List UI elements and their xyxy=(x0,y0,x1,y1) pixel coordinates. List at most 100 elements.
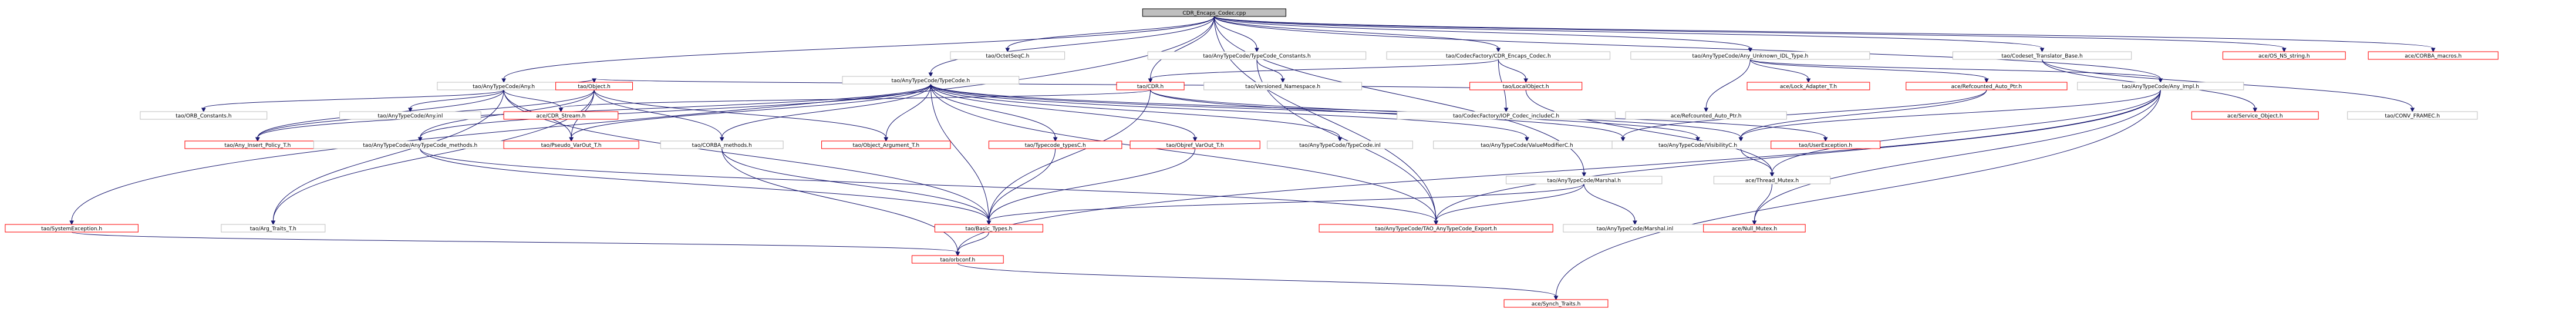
file-node-label: tao/Basic_Types.h xyxy=(966,226,1013,232)
edge-line xyxy=(957,89,2161,253)
file-node-box xyxy=(503,111,619,120)
file-node-corba-methods[interactable]: tao/CORBA_methods.h xyxy=(660,140,784,149)
edge-typecode-h-to-any-insert-policy xyxy=(255,83,931,142)
file-node-thread-mutex[interactable]: ace/Thread_Mutex.h xyxy=(1713,176,1831,184)
edge-line xyxy=(272,89,504,221)
edge-arrowhead xyxy=(1633,220,1637,226)
file-node-synch-traits[interactable]: ace/Synch_Traits.h xyxy=(1503,299,1609,308)
file-node-label: ace/Synch_Traits.h xyxy=(1532,301,1581,307)
file-node-box xyxy=(2222,51,2346,60)
file-node-label: tao/AnyTypeCode/Any_Impl.h xyxy=(2122,84,2199,90)
file-node-box xyxy=(1129,140,1260,149)
file-node-orbconf[interactable]: tao/orbconf.h xyxy=(911,255,1004,264)
edge-arrowhead xyxy=(1620,137,1626,142)
file-node-localobject[interactable]: tao/LocalObject.h xyxy=(1469,82,1583,90)
file-node-typecode-inl[interactable]: tao/AnyTypeCode/TypeCode.inl xyxy=(1267,140,1413,149)
edge-arrowhead xyxy=(884,137,889,142)
edge-arrowhead xyxy=(408,108,413,113)
edge-line xyxy=(957,263,1556,297)
file-node-any-insert-policy[interactable]: tao/Any_Insert_Policy_T.h xyxy=(184,140,331,149)
edge-arrowhead xyxy=(1503,108,1509,113)
file-node-tc-const[interactable]: tao/AnyTypeCode/TypeCode_Constants.h xyxy=(1147,51,1367,60)
file-node-label: tao/AnyTypeCode/Any.inl xyxy=(377,113,443,119)
file-node-box xyxy=(1147,51,1367,60)
file-node-refcounted-auto-ptr-h[interactable]: ace/Refcounted_Auto_Ptr.h xyxy=(1625,111,1787,120)
file-node-cdr-h[interactable]: tao/CDR.h xyxy=(1116,82,1185,90)
edge-line xyxy=(988,148,1056,221)
edge-typecode-h-to-tao-tc-export xyxy=(930,83,1438,226)
file-node-codeset[interactable]: tao/Codeset_Translator_Base.h xyxy=(1952,51,2132,60)
file-node-typecode-h[interactable]: tao/AnyTypeCode/TypeCode.h xyxy=(842,76,1020,85)
edge-line xyxy=(1213,16,1751,49)
edge-line xyxy=(1740,89,1987,138)
file-node-object-argument[interactable]: tao/Object_Argument_T.h xyxy=(821,140,951,149)
file-node-refcounted-auto-ptr-red[interactable]: ace/Refcounted_Auto_Ptr.h xyxy=(1906,82,2068,90)
edge-arrowhead xyxy=(1496,48,1501,53)
file-node-pseudo-var-out[interactable]: tao/Pseudo_VarOut_T.h xyxy=(503,140,639,149)
file-node-marshal-inl[interactable]: tao/AnyTypeCode/Marshal.inl xyxy=(1563,224,1707,233)
edge-root-to-system-exception xyxy=(69,16,1215,226)
edge-any-impl-to-tao-tc-export xyxy=(1434,89,2161,226)
file-node-os-ns-string[interactable]: ace/OS_NS_string.h xyxy=(2222,51,2346,60)
file-node-cdr-stream[interactable]: ace/CDR_Stream.h xyxy=(503,111,619,120)
file-node-label: tao/AnyTypeCode/Marshal.inl xyxy=(1597,226,1673,232)
file-node-typecode-types[interactable]: tao/Typecode_typesC.h xyxy=(988,140,1122,149)
file-node-visibility[interactable]: tao/AnyTypeCode/VisibilityC.h xyxy=(1611,140,1784,149)
file-node-conv-frame[interactable]: tao/CONV_FRAMEC.h xyxy=(2347,111,2478,120)
file-node-label: tao/ORB_Constants.h xyxy=(176,113,231,119)
edge-typecode-h-to-userexception xyxy=(930,83,1828,142)
file-node-basic-types[interactable]: tao/Basic_Types.h xyxy=(934,224,1043,233)
file-node-system-exception[interactable]: tao/SystemException.h xyxy=(5,224,139,233)
file-node-box xyxy=(1267,140,1413,149)
file-node-any-unknown[interactable]: tao/AnyTypeCode/Any_Unknown_IDL_Type.h xyxy=(1630,51,1870,60)
file-node-box xyxy=(1469,82,1583,90)
file-node-object-h[interactable]: tao/Object.h xyxy=(555,82,633,90)
edge-line xyxy=(930,83,1698,138)
file-node-label: tao/Typecode_typesC.h xyxy=(1025,143,1086,149)
edge-arrowhead xyxy=(2158,78,2163,83)
edge-typecode-h-to-basic-types xyxy=(930,83,992,226)
edge-arrowhead xyxy=(1280,78,1285,83)
file-node-iop-codec[interactable]: tao/CodecFactory/IOP_Codec_includeC.h xyxy=(1397,111,1616,120)
file-node-versioned-ns[interactable]: tao/Versioned_Namespace.h xyxy=(1203,82,1363,90)
edge-line xyxy=(203,89,504,109)
file-node-arg-traits[interactable]: tao/Arg_Traits_T.h xyxy=(221,224,326,233)
file-node-userexception[interactable]: tao/UserException.h xyxy=(1771,140,1881,149)
edge-any-unknown-to-refcounted-auto-ptr-h xyxy=(1704,59,1751,113)
file-node-null-mutex[interactable]: ace/Null_Mutex.h xyxy=(1703,224,1806,233)
edge-any-h-to-cdr-stream xyxy=(503,89,564,113)
file-node-box xyxy=(911,255,1004,264)
file-node-any-inl[interactable]: tao/AnyTypeCode/Any.inl xyxy=(339,111,481,120)
file-node-cdr-encaps-h[interactable]: tao/CodecFactory/CDR_Encaps_Codec.h xyxy=(1386,51,1610,60)
file-node-any-impl[interactable]: tao/AnyTypeCode/Any_Impl.h xyxy=(2077,82,2244,90)
file-node-box xyxy=(1203,82,1363,90)
edge-objref-var-out-to-basic-types xyxy=(986,148,1196,226)
file-node-box xyxy=(1630,51,1870,60)
file-node-marshal-h[interactable]: tao/AnyTypeCode/Marshal.h xyxy=(1506,176,1663,184)
file-node-label: ace/Refcounted_Auto_Ptr.h xyxy=(1951,84,2022,90)
file-node-box xyxy=(2347,111,2478,120)
file-node-octetseq[interactable]: tao/OctetSeqC.h xyxy=(950,51,1066,60)
edge-tc-methods-to-tao-tc-export xyxy=(420,148,1438,226)
edge-line xyxy=(988,183,1584,221)
edge-line xyxy=(1754,183,1773,221)
file-node-box xyxy=(1506,176,1663,184)
file-node-tc-methods[interactable]: tao/AnyTypeCode/AnyTypeCode_methods.h xyxy=(313,140,527,149)
edge-typecode-h-to-typecode-inl xyxy=(930,83,1343,142)
file-node-any-h[interactable]: tao/AnyTypeCode/Any.h xyxy=(437,82,571,90)
edge-arrowhead xyxy=(2282,48,2287,53)
file-node-box xyxy=(1746,82,1870,90)
file-node-label: tao/Pseudo_VarOut_T.h xyxy=(541,143,602,149)
file-node-objref-var-out[interactable]: tao/Objref_VarOut_T.h xyxy=(1129,140,1260,149)
edge-line xyxy=(71,231,958,253)
file-node-corba-macros[interactable]: ace/CORBA_macros.h xyxy=(2368,51,2499,60)
edge-line xyxy=(594,89,886,138)
file-node-box xyxy=(1142,8,1286,17)
file-node-tao-tc-export[interactable]: tao/AnyTypeCode/TAO_AnyTypeCode_Export.h xyxy=(1319,224,1553,233)
file-node-label: tao/CORBA_methods.h xyxy=(692,143,752,149)
file-node-service-object[interactable]: ace/Service_Object.h xyxy=(2191,111,2319,120)
file-node-lock-adapter[interactable]: ace/Lock_Adapter_T.h xyxy=(1746,82,1870,90)
edge-arrowhead xyxy=(255,137,260,142)
file-node-orb-constants[interactable]: tao/ORB_Constants.h xyxy=(140,111,268,120)
file-node-valuemodifier[interactable]: tao/AnyTypeCode/ValueModifierC.h xyxy=(1433,140,1621,149)
